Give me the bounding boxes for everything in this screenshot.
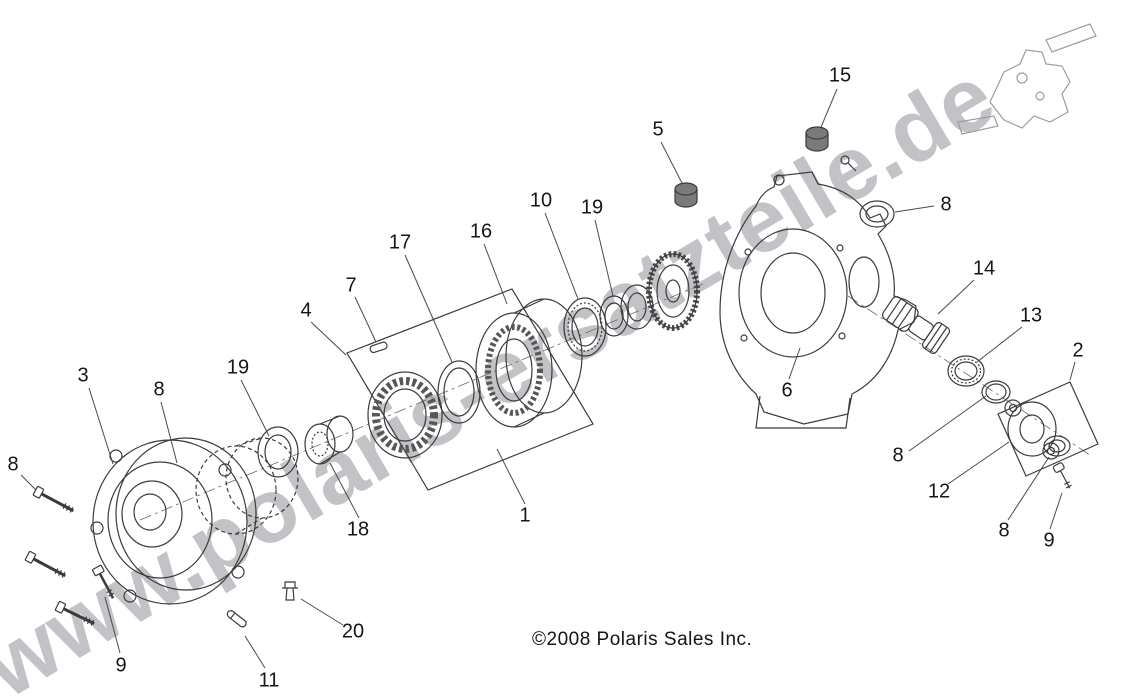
callout-19-left-seal: 19 <box>226 356 250 379</box>
callout-2: 2 <box>1072 339 1084 362</box>
watermark-text: www.polaris-ersatzteile.de <box>0 46 1012 699</box>
part-oring-8 <box>981 380 1011 404</box>
ghost-bracket <box>957 23 1097 135</box>
callout-1: 1 <box>519 504 531 527</box>
part-flange-12 <box>1004 399 1060 460</box>
part-retainer-17 <box>437 360 481 424</box>
callout-11: 11 <box>258 669 280 692</box>
part-screw-9-right <box>1052 462 1072 489</box>
callout-12: 12 <box>927 480 951 503</box>
callout-19-bearing-washer: 19 <box>580 196 604 219</box>
callout-8-cover-gasket: 8 <box>153 378 165 401</box>
callout-17: 17 <box>388 231 412 254</box>
leader-lines <box>20 88 1076 669</box>
part-spacer-18 <box>304 415 354 465</box>
part-bearing-13 <box>947 355 985 387</box>
callout-15: 15 <box>828 64 852 87</box>
part-clutch-drum-16 <box>475 298 583 428</box>
part-seal-8-housing <box>859 200 895 228</box>
callout-5: 5 <box>652 118 664 141</box>
part-plug-15 <box>805 126 829 152</box>
part-sprag-clutch <box>367 371 443 459</box>
callout-9-left: 9 <box>115 654 127 677</box>
part-cover-assembly <box>90 437 257 605</box>
callout-8-bolts: 8 <box>7 453 19 476</box>
part-ring-gear <box>646 251 700 331</box>
callout-10: 10 <box>529 189 553 212</box>
part-housing-6 <box>719 171 917 429</box>
part-seal-19-left <box>257 426 299 478</box>
group-box-4 <box>346 288 594 491</box>
callout-8-oring: 8 <box>892 444 904 467</box>
part-pin-11 <box>226 610 247 628</box>
part-washer-19-right <box>599 295 629 337</box>
group-box-2 <box>997 381 1099 477</box>
part-screw-9-left <box>91 564 115 599</box>
callout-4: 4 <box>300 299 312 322</box>
part-output-shaft-14 <box>882 296 951 354</box>
part-clip-7 <box>369 341 388 354</box>
callout-7: 7 <box>345 274 357 297</box>
callout-14: 14 <box>972 257 996 280</box>
callout-3: 3 <box>77 364 89 387</box>
callout-6: 6 <box>781 379 793 402</box>
callout-20: 20 <box>341 620 365 643</box>
callout-13: 13 <box>1019 304 1043 327</box>
part-bolt-8-c <box>54 600 95 626</box>
part-bolt-8-a <box>32 485 75 513</box>
callout-9-right: 9 <box>1043 529 1055 552</box>
part-screw-small <box>840 155 857 172</box>
part-bolt-8-b <box>24 550 67 578</box>
callout-18: 18 <box>346 518 370 541</box>
callout-16: 16 <box>469 220 493 243</box>
copyright-text: ©2008 Polaris Sales Inc. <box>532 629 753 650</box>
callout-8-output-seal: 8 <box>998 519 1010 542</box>
callout-8-housing-seal: 8 <box>940 193 952 216</box>
part-plug-5 <box>674 182 698 208</box>
part-breather-20 <box>282 581 298 601</box>
part-seal-8-output <box>1043 435 1071 457</box>
